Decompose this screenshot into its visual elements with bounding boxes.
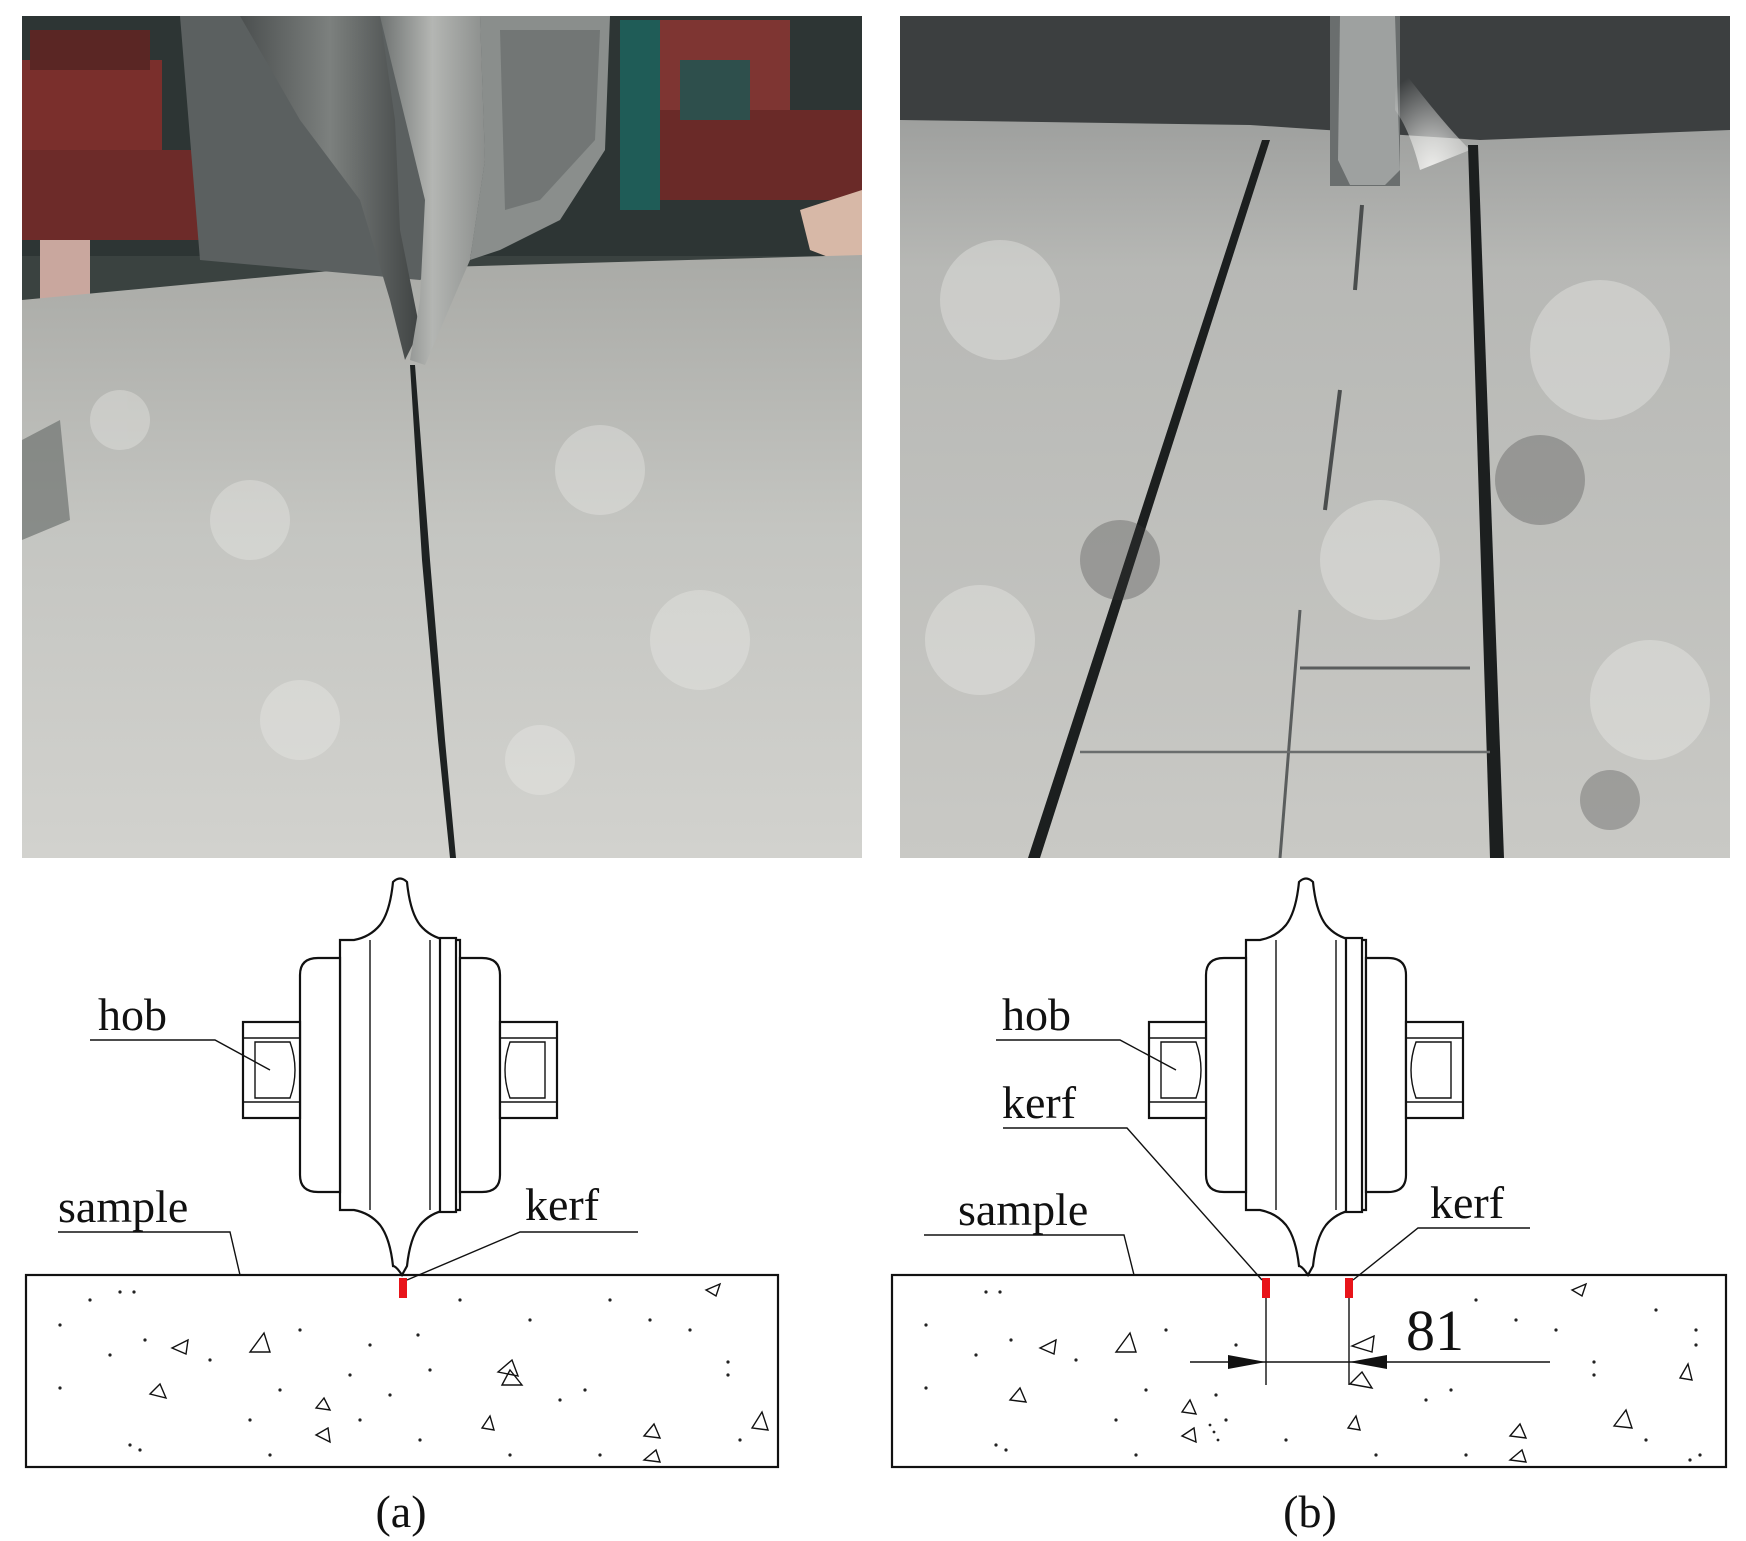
caption-b: (b) xyxy=(1283,1486,1337,1537)
diagram-a-sample-leader xyxy=(58,1231,241,1276)
photo-b-kerf-left xyxy=(1028,140,1270,858)
diagram-a-label-sample: sample xyxy=(58,1181,188,1232)
diagram-b-dimension: 81 xyxy=(1190,1298,1550,1385)
diagram-b-kerf-mark-left xyxy=(1262,1278,1270,1298)
diagram-b-kerf-left-leader xyxy=(1003,1127,1263,1281)
diagram-a-kerf-mark xyxy=(399,1278,407,1298)
diagram-b-label-sample: sample xyxy=(958,1184,1088,1235)
diagram-b-spacing-label: 81 xyxy=(1406,1298,1464,1363)
photo-a-surface xyxy=(22,255,862,858)
diagram-b-hob-leader xyxy=(996,1039,1177,1071)
diagram-a-specks xyxy=(58,1290,742,1457)
diagram-a-aggregate xyxy=(148,1282,770,1463)
photo-b-machine-background xyxy=(900,16,1730,140)
diagram-b-kerf-mark-right xyxy=(1345,1278,1353,1298)
photo-a xyxy=(22,16,862,858)
diagram-a-kerf-leader xyxy=(406,1231,638,1281)
photo-b xyxy=(900,16,1730,858)
diagram-a-hob-drawing xyxy=(241,877,559,1278)
diagram-a-label-hob: hob xyxy=(98,989,167,1040)
diagram-b-hob-drawing xyxy=(1147,877,1465,1278)
diagram-b-sample-block xyxy=(890,1273,1728,1469)
diagram-b-kerf-right-leader xyxy=(1352,1227,1530,1281)
diagram-b: 81 xyxy=(890,877,1728,1537)
diagram-b-label-kerf-left: kerf xyxy=(1002,1077,1077,1128)
diagram-b-aggregate xyxy=(1008,1282,1693,1463)
diagram-a: hob sample kerf (a) xyxy=(24,877,780,1537)
caption-a: (a) xyxy=(375,1486,426,1537)
diagram-b-sample-leader xyxy=(924,1234,1135,1276)
diagram-a-hob-leader xyxy=(90,1039,271,1071)
diagram-b-label-kerf-right: kerf xyxy=(1430,1177,1505,1228)
diagram-a-label-kerf: kerf xyxy=(525,1179,600,1230)
photo-a-kerf-groove xyxy=(410,365,456,858)
diagram-b-label-hob: hob xyxy=(1002,989,1071,1040)
diagram-b-specks xyxy=(924,1290,1702,1462)
diagram-a-sample-block xyxy=(24,1273,780,1469)
photo-a-cutter-disc xyxy=(380,16,485,365)
photo-b-kerf-right xyxy=(1468,145,1504,858)
